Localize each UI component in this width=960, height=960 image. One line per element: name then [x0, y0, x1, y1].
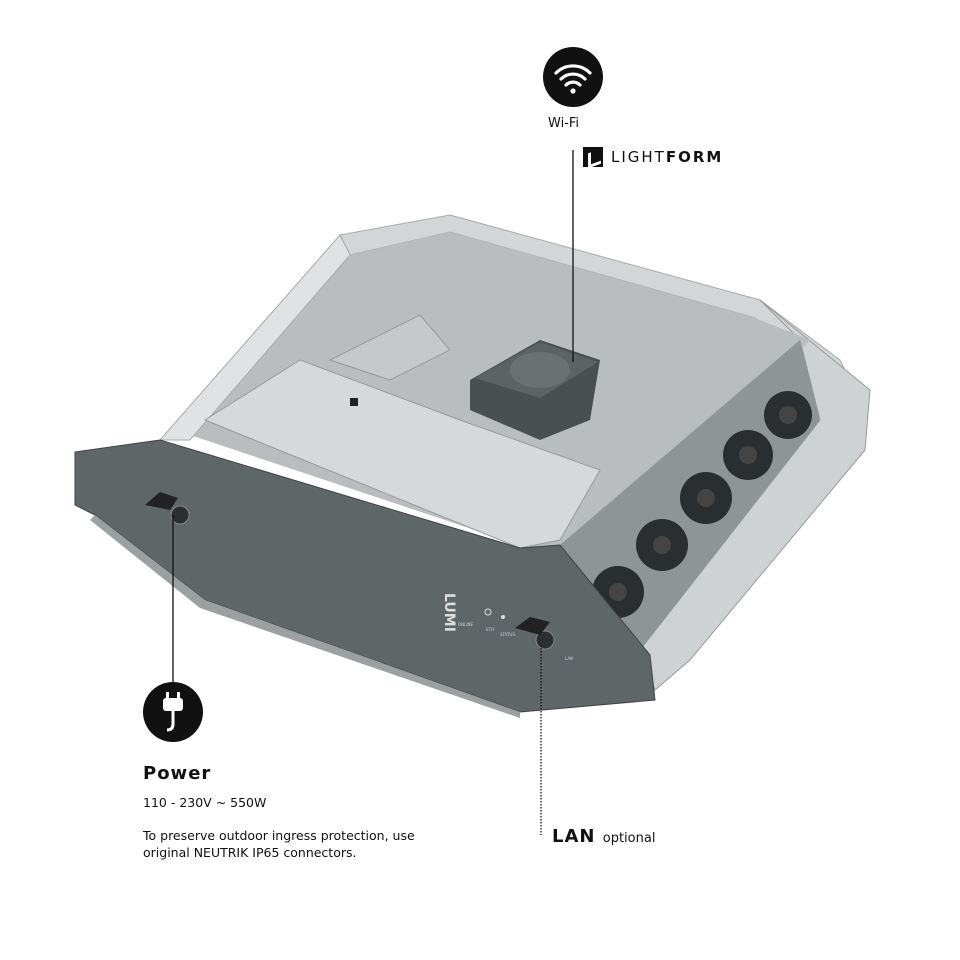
brand-name-bold: FORM	[665, 148, 724, 166]
left-rail	[158, 234, 351, 441]
power-plug-icon	[143, 682, 203, 742]
front-panel	[74, 439, 656, 713]
lan-title: LAN	[552, 826, 596, 847]
lan-label: LAN optional	[552, 826, 655, 847]
lan-connector	[535, 630, 555, 650]
power-connector	[170, 505, 190, 525]
svg-text:STATUS: STATUS	[500, 632, 515, 637]
svg-text:ONLINE: ONLINE	[458, 622, 474, 627]
brand-name-light: LIGHT	[611, 148, 666, 166]
device-brand: LUMI	[441, 593, 457, 632]
lan-optional: optional	[602, 831, 656, 846]
lightform-logo-icon	[583, 147, 603, 167]
power-title: Power	[143, 763, 212, 784]
power-note: To preserve outdoor ingress protection, …	[143, 828, 415, 860]
wifi-label: Wi-Fi	[548, 116, 580, 131]
svg-text:LAN: LAN	[565, 656, 573, 661]
right-rail	[639, 299, 871, 691]
fans	[592, 391, 812, 618]
lightform-logo: LIGHTFORM	[583, 147, 723, 167]
psu-block	[328, 314, 451, 381]
svg-text:ETH: ETH	[486, 627, 494, 632]
wifi-icon	[543, 47, 603, 107]
power-spec: 110 - 230V ~ 550W	[143, 795, 267, 810]
